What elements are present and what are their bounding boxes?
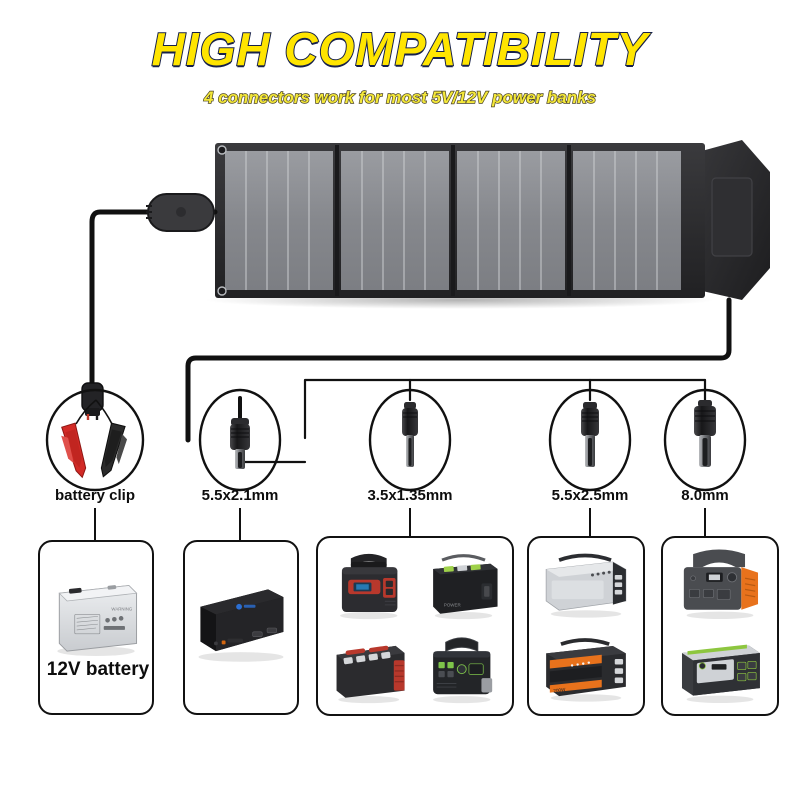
dc-plug-35135-icon — [402, 402, 418, 467]
dc-plug-80-icon — [694, 400, 716, 467]
solar-panel — [215, 140, 770, 300]
page-title: HIGH COMPATIBILITY — [151, 22, 649, 76]
product-power-station-green — [669, 628, 771, 709]
label-dc-35135: 3.5x1.35mm — [367, 487, 453, 504]
callout-circle-battery-clip — [45, 388, 145, 492]
page-subtitle: 4 connectors work for most 5V/12V power … — [203, 87, 597, 107]
grommet-top-left — [217, 145, 227, 155]
product-grid: 200W — [535, 544, 637, 708]
product-power-station-2: POWER — [417, 544, 507, 625]
caption-12v-battery: 12V battery — [46, 659, 150, 680]
callout-circle-dc-80 — [663, 388, 747, 492]
wire-panel-to-connector-bus — [185, 297, 732, 443]
callout-circles — [45, 388, 747, 492]
card-power-bank — [183, 540, 299, 715]
lead-acid-battery-icon: WARNING — [57, 584, 138, 656]
power-bank-icon — [198, 589, 284, 662]
product-power-station-orange: 200W — [535, 628, 637, 709]
wire-to-battery-clip — [89, 209, 153, 391]
callout-circle-dc-35135 — [368, 388, 452, 492]
product-grid — [669, 544, 771, 708]
inline-cable-module — [146, 193, 215, 232]
power-bank-ports — [213, 627, 278, 646]
pocket-patch — [711, 177, 753, 257]
product-power-station-silver — [535, 544, 637, 625]
card-power-stations-silver: 200W — [527, 536, 645, 716]
ports — [343, 651, 391, 664]
handles — [345, 645, 389, 655]
grommet-bottom-left — [217, 286, 227, 296]
front-panel — [437, 661, 484, 677]
product-grid: POWER — [324, 544, 506, 708]
card-power-stations-orange — [661, 536, 779, 716]
label-dc-5521: 5.5x2.1mm — [201, 487, 279, 504]
panel-cell-sections — [225, 151, 681, 290]
product-power-station-4 — [417, 628, 507, 709]
panel-busbars — [245, 151, 658, 290]
svg-text:200W: 200W — [553, 687, 566, 693]
label-dc-80: 8.0mm — [681, 487, 729, 504]
alligator-clips-icon — [61, 399, 128, 479]
wire-bus-horizontal — [303, 378, 707, 440]
panel-fold-seams — [335, 145, 571, 296]
label-battery-clip: battery clip — [54, 487, 136, 504]
dc-plug-5521-icon — [230, 418, 250, 469]
card-connector-stems — [94, 508, 706, 540]
power-bank-logo — [236, 603, 256, 610]
dc-plug-5525-icon — [581, 402, 599, 467]
label-dc-5525: 5.5x2.5mm — [551, 487, 629, 504]
callout-circle-dc-5521 — [198, 388, 282, 492]
card-12v-battery: WARNING 12V battery — [38, 540, 154, 715]
callout-circle-dc-5525 — [548, 388, 632, 492]
svg-text:POWER: POWER — [443, 603, 461, 608]
product-power-station-grey-orange — [669, 544, 771, 625]
svg-text:WARNING: WARNING — [111, 607, 132, 612]
card-power-stations-red: POWER — [316, 536, 514, 716]
product-power-station-3 — [324, 628, 414, 709]
product-power-station-1 — [324, 544, 414, 625]
battery-clip-plug — [81, 382, 104, 420]
